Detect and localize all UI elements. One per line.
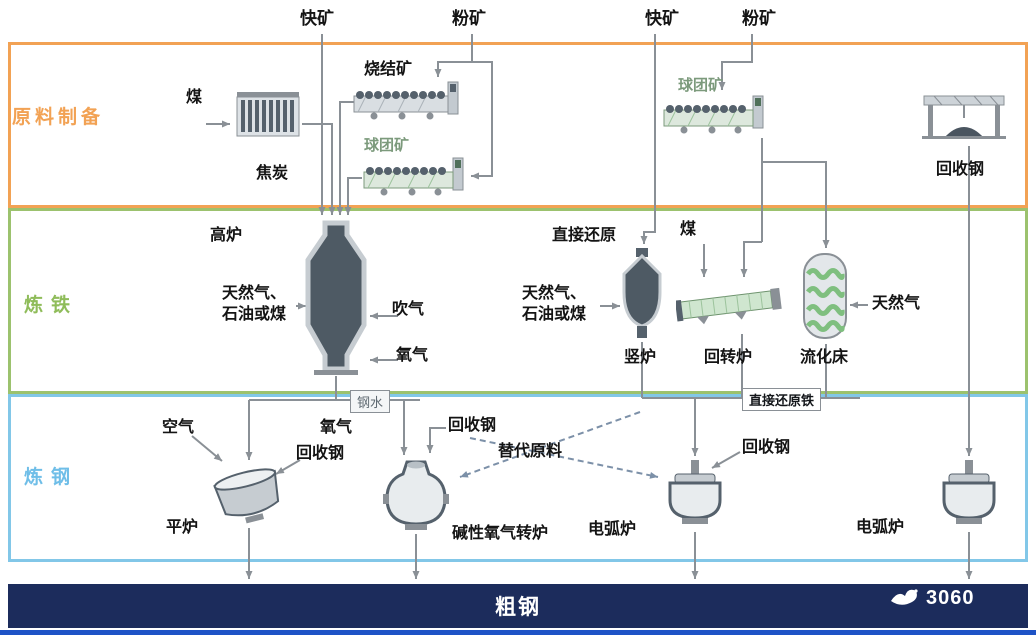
label-shaft-furnace: 竖炉 (624, 349, 657, 366)
label-blast-furnace: 高炉 (210, 227, 243, 244)
pellet-machine-left-icon (362, 156, 467, 200)
fluidized-bed-icon (800, 252, 850, 342)
label-recycled-steel-1: 回收钢 (296, 445, 345, 462)
label-recycled-steel-top: 回收钢 (936, 161, 985, 178)
band-ironmaking (8, 208, 1028, 394)
label-sinter: 烧结矿 (364, 61, 413, 78)
crude-steel-bar: 粗钢 (8, 584, 1028, 628)
label-coal-prep: 煤 (186, 89, 203, 106)
label-eaf-left: 电弧炉 (588, 521, 637, 538)
label-fuel-mid: 天然气、 石油或煤 (521, 285, 586, 323)
label-oxygen-ironmaking: 氧气 (396, 347, 429, 364)
label-blow-gas: 吹气 (392, 301, 425, 318)
label-bof: 碱性氧气转炉 (452, 525, 549, 542)
watermark: 3060 (888, 585, 975, 611)
bof-converter-icon (383, 458, 449, 532)
label-direct-reduction: 直接还原 (552, 227, 617, 244)
band-steelmaking (8, 394, 1028, 562)
blast-furnace-icon (302, 220, 370, 378)
label-fine-ore-2: 粉矿 (742, 9, 776, 28)
coke-oven-icon (236, 90, 300, 140)
pellet-machine-right-icon (662, 94, 767, 138)
band-label-ironmaking: 炼铁 (24, 295, 79, 316)
label-open-hearth: 平炉 (166, 519, 199, 536)
scrap-crane-icon (922, 86, 1007, 144)
tag-direct-reduced-iron: 直接还原铁 (742, 388, 822, 411)
label-natural-gas: 天然气 (872, 295, 921, 312)
label-air: 空气 (162, 419, 195, 436)
label-eaf-right: 电弧炉 (856, 519, 905, 536)
rotary-kiln-icon (674, 280, 784, 332)
label-oxygen-steelmaking: 氧气 (320, 419, 353, 436)
band-label-steelmaking: 炼钢 (24, 467, 79, 488)
label-fluidized-bed: 流化床 (800, 349, 849, 366)
watermark-text: 3060 (926, 586, 975, 609)
label-fine-ore-1: 粉矿 (452, 9, 486, 28)
band-raw-material-preparation (8, 42, 1028, 208)
shaft-furnace-icon (616, 248, 668, 340)
label-coke: 焦炭 (256, 165, 289, 182)
label-coal-ironmaking: 煤 (680, 221, 697, 238)
bottom-accent-line (0, 630, 1036, 635)
band-label-preparation: 原料制备 (12, 107, 105, 128)
label-pellet-left: 球团矿 (364, 137, 410, 154)
eaf-left-icon (662, 460, 728, 530)
label-fuel-left: 天然气、 石油或煤 (221, 285, 286, 323)
eaf-right-icon (936, 460, 1002, 530)
label-alternative-material: 替代原料 (498, 443, 563, 460)
label-recycled-steel-3: 回收钢 (742, 439, 791, 456)
sinter-machine-icon (352, 80, 462, 124)
open-hearth-furnace-icon (210, 462, 288, 526)
label-crude-steel: 粗钢 (495, 596, 541, 619)
label-pellet-right: 球团矿 (678, 77, 724, 94)
bird-icon (891, 589, 918, 605)
label-lump-ore-1: 快矿 (300, 9, 334, 28)
label-recycled-steel-2: 回收钢 (448, 417, 497, 434)
label-rotary-kiln: 回转炉 (704, 349, 753, 366)
label-lump-ore-2: 快矿 (645, 9, 679, 28)
tag-molten-steel: 钢水 (350, 390, 391, 413)
